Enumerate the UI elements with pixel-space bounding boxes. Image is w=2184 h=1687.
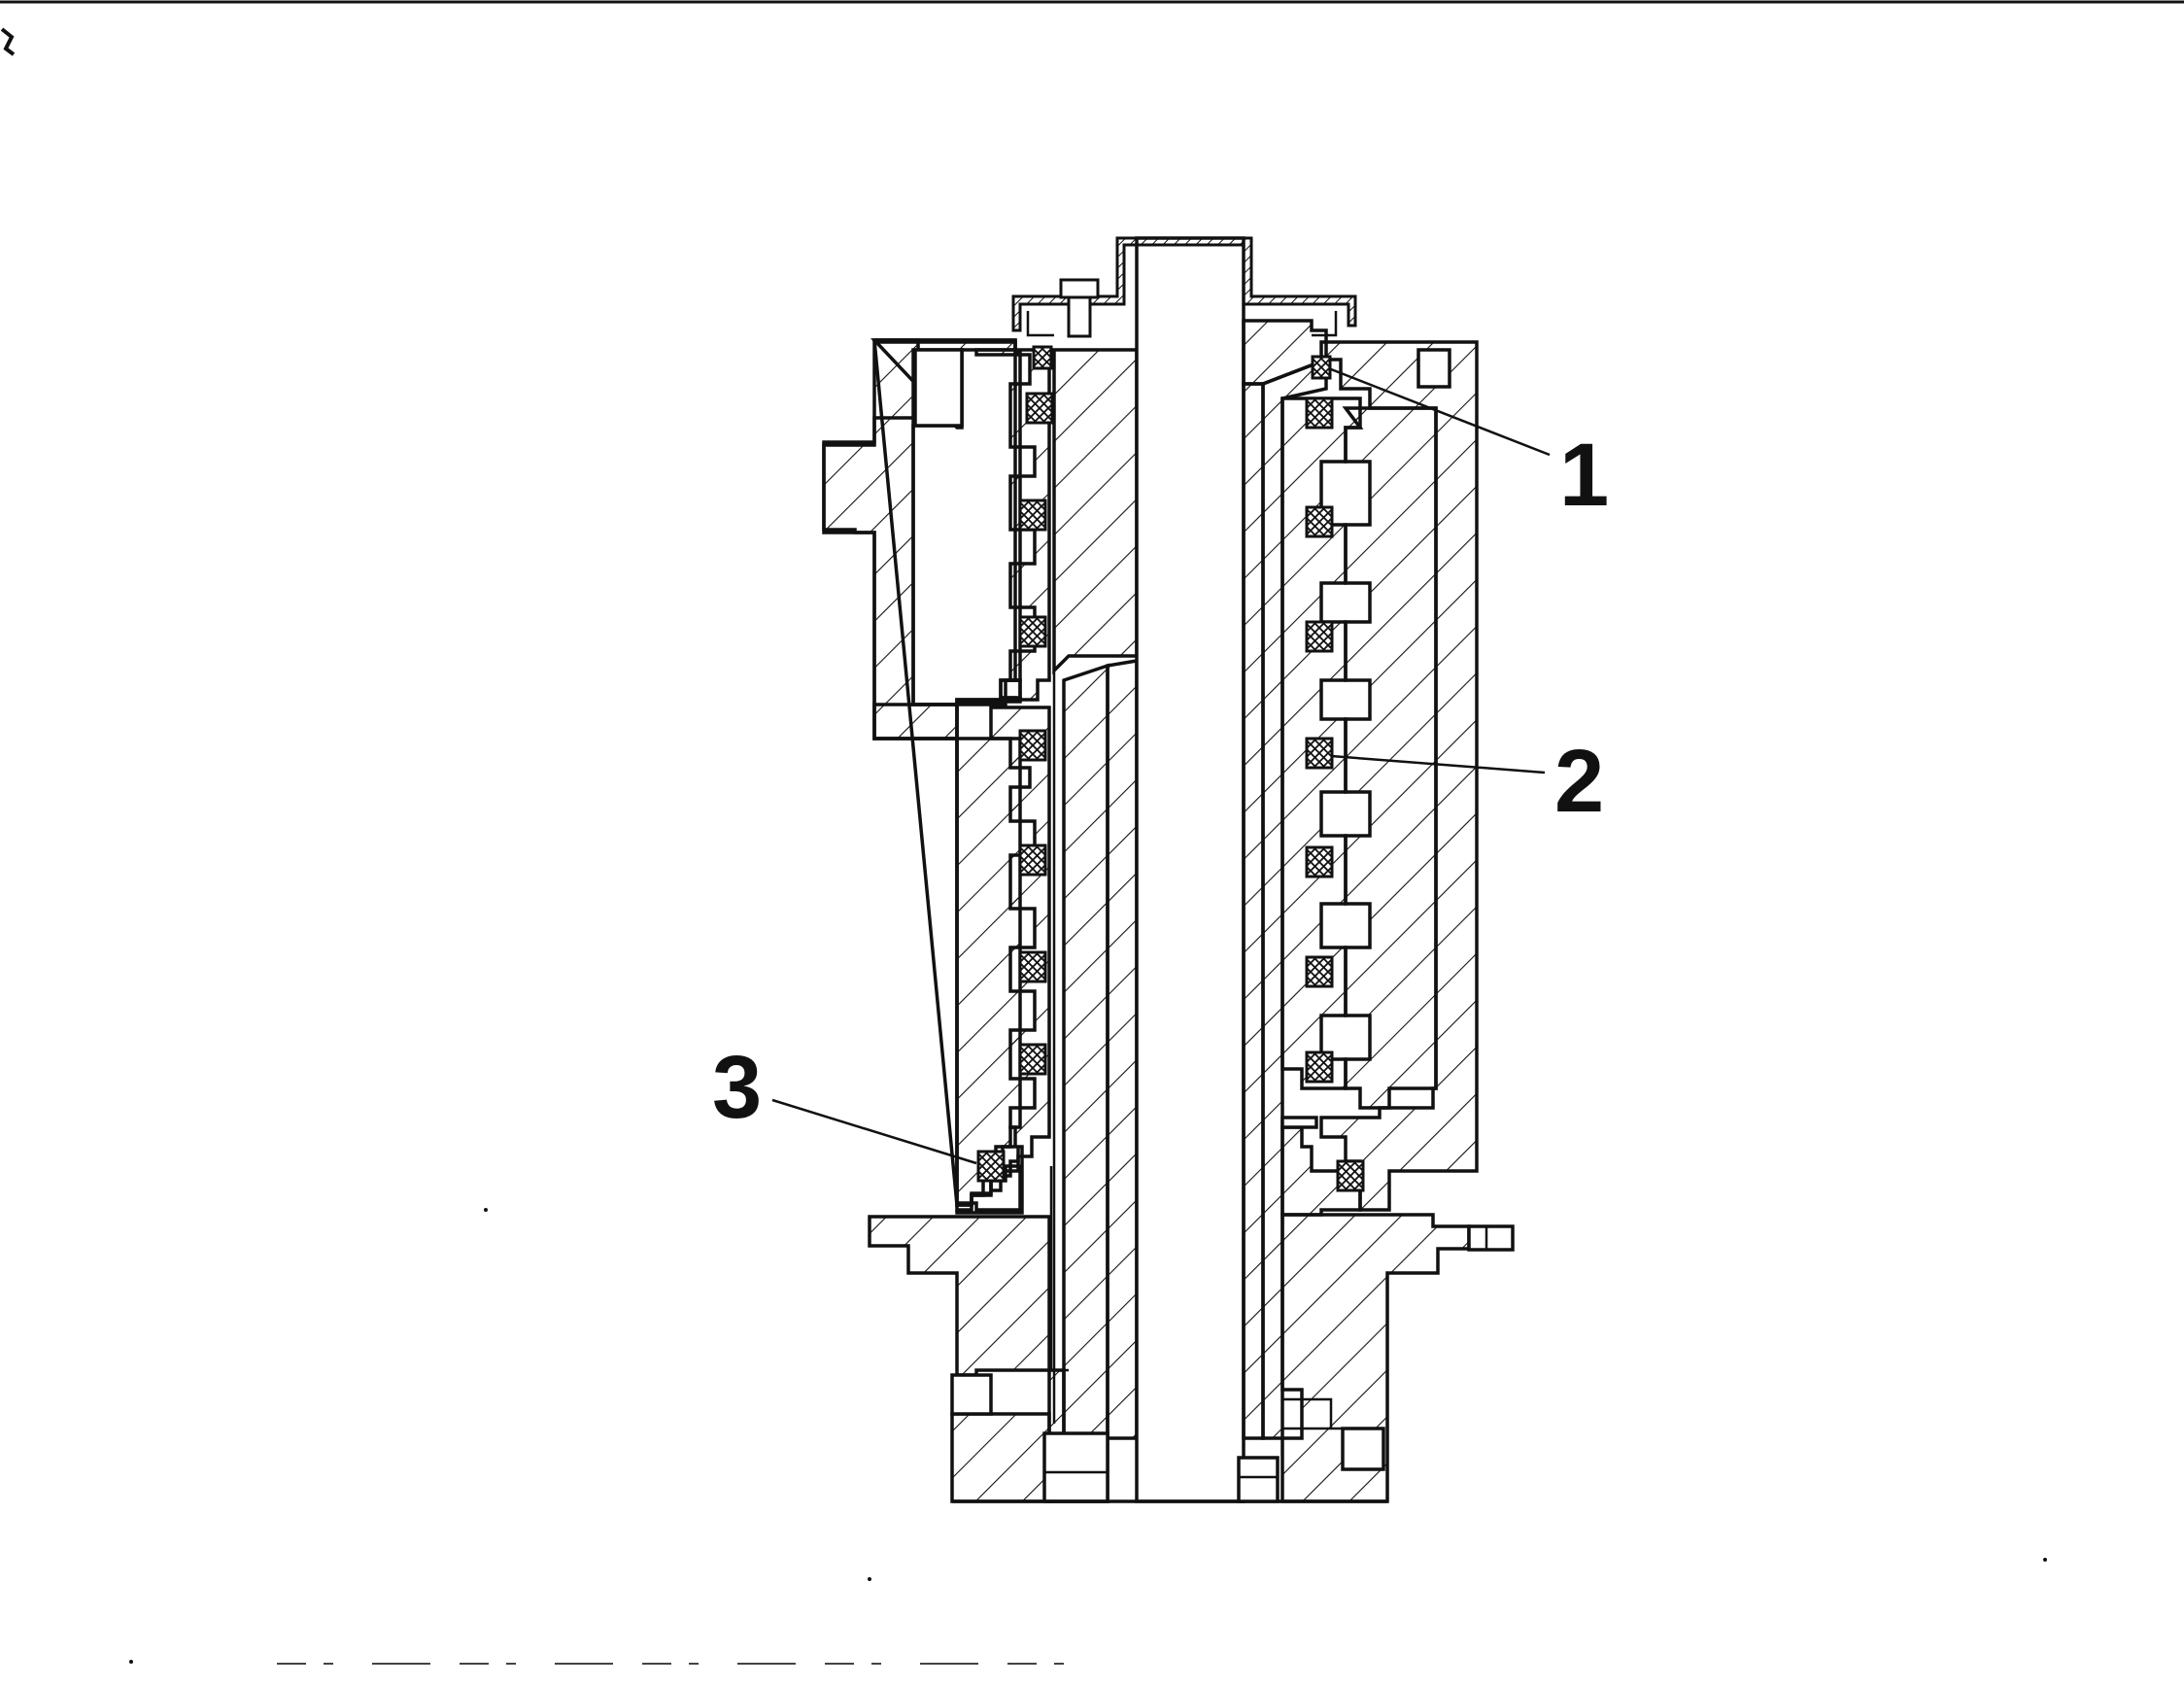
callout-1: 1	[1330, 367, 1609, 525]
shaft-sleeve-left	[1049, 348, 1139, 1440]
callout-2: 2	[1330, 732, 1604, 831]
upper-housing-left	[822, 340, 1022, 740]
center-bore	[1135, 236, 1246, 1503]
callout-3: 3	[712, 1038, 977, 1165]
bottom-flange	[868, 1215, 1387, 1503]
callout-label-2: 2	[1554, 732, 1604, 831]
upper-housing-right	[1319, 340, 1479, 1212]
top-cap	[1011, 236, 1357, 338]
bottom-base-right	[1237, 1213, 1515, 1503]
callout-label-3: 3	[712, 1038, 762, 1137]
callout-label-1: 1	[1559, 426, 1609, 525]
corner-smudge	[0, 27, 16, 56]
scan-specks	[129, 1208, 2047, 1664]
